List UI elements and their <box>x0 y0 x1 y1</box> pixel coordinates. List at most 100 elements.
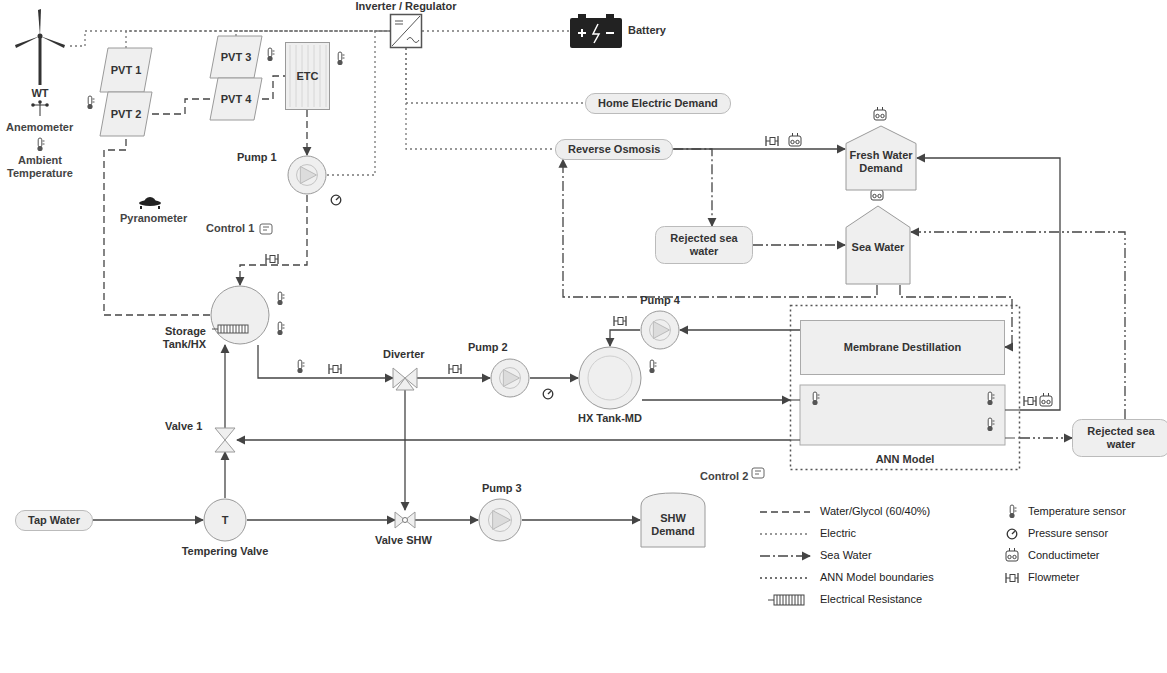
resistance-symbol <box>768 595 804 605</box>
graphic <box>283 328 285 329</box>
graphic <box>579 347 641 409</box>
node-label: Pump 3 <box>482 482 522 495</box>
connector <box>680 329 800 330</box>
graphic <box>1014 548 1015 551</box>
graphic <box>39 36 42 85</box>
graphic <box>278 322 282 331</box>
node-label: PVT 2 <box>108 108 145 121</box>
graphic <box>263 227 269 228</box>
connector <box>610 330 640 346</box>
node-label: Battery <box>628 24 666 37</box>
graphic <box>296 45 297 107</box>
graphic <box>263 230 267 231</box>
legend-sample <box>760 511 810 512</box>
node-label: Membrane Destillation <box>841 341 964 354</box>
graphic <box>320 45 321 107</box>
graphic <box>210 78 262 120</box>
graphic <box>270 256 275 263</box>
node-label: ANN Model <box>790 453 1020 466</box>
graphic <box>100 48 152 92</box>
node-label: Rejected sea water <box>655 232 753 258</box>
pump: Pump 3 <box>478 498 522 542</box>
connector <box>306 110 307 155</box>
graphic <box>230 325 231 333</box>
reject-box: Rejected sea water <box>1072 419 1167 457</box>
graphic <box>233 325 234 333</box>
wind-turbine: WT <box>10 8 70 85</box>
connector <box>406 48 585 103</box>
graphic <box>158 206 160 209</box>
graphic <box>236 325 237 333</box>
graphic <box>878 194 881 197</box>
graphic <box>846 126 916 190</box>
graphic <box>1015 511 1017 512</box>
graphic <box>493 511 511 530</box>
graphic <box>993 395 995 396</box>
graphic <box>268 48 272 57</box>
controller <box>752 468 764 478</box>
graphic <box>755 471 761 472</box>
ann-boundary: ANN Model Membrane Destillation <box>790 305 1020 470</box>
annotation-label: Control 1 <box>206 222 254 235</box>
graphic <box>846 206 910 284</box>
graphic <box>337 60 342 65</box>
node-label: Fresh Water Demand <box>845 149 917 175</box>
graphic <box>218 325 248 333</box>
temperature-sensor <box>297 360 304 373</box>
graphic <box>792 595 793 605</box>
temperature-sensor <box>812 392 819 405</box>
connector <box>673 149 712 226</box>
connector <box>93 519 203 520</box>
pump-shape <box>490 358 530 398</box>
conductimeter <box>1040 393 1052 406</box>
node-label: PVT 4 <box>218 93 255 106</box>
graphic <box>1007 529 1017 539</box>
pipe-stub <box>790 399 800 400</box>
diverter-valve-shape <box>393 366 417 390</box>
annotation-label: Control 2 <box>700 470 748 483</box>
graphic <box>988 392 992 401</box>
graphic <box>93 102 95 103</box>
pressure-sensor <box>331 195 341 205</box>
graphic <box>1006 578 1010 579</box>
graphic <box>343 58 345 59</box>
connector <box>406 48 555 149</box>
conductimeter <box>1006 548 1018 561</box>
wind-turbine-shape <box>10 8 70 85</box>
graphic <box>1043 393 1044 396</box>
graphic <box>881 114 884 117</box>
graphic <box>392 16 420 46</box>
graphic <box>245 325 246 333</box>
graphic <box>31 103 35 107</box>
graphic <box>641 493 705 547</box>
battery-shape <box>570 14 622 48</box>
flowmeter <box>766 136 778 146</box>
graphic <box>653 321 669 338</box>
graphic <box>298 360 302 369</box>
legend-label: Pressure sensor <box>1028 527 1108 540</box>
connector <box>642 399 790 400</box>
graphic <box>458 369 461 370</box>
flowmeter <box>1006 573 1018 583</box>
connector <box>224 452 225 498</box>
graphic <box>395 512 415 528</box>
temperature-sensor <box>1009 505 1016 518</box>
graphic <box>267 56 272 61</box>
graphic <box>242 325 243 333</box>
graphic <box>792 133 793 136</box>
node-label: SHW Demand <box>640 512 706 538</box>
graphic <box>818 395 820 396</box>
node-label: Tempering Valve <box>178 545 272 558</box>
graphic <box>283 325 285 326</box>
node-label: ETC <box>294 70 322 83</box>
connector <box>530 377 578 378</box>
pump: Pump 1 <box>287 155 327 195</box>
temperature-sensor <box>649 360 656 373</box>
legend-label: Electric <box>820 527 856 540</box>
connector <box>237 439 790 440</box>
graphic <box>210 36 262 78</box>
temperature-sensor <box>337 52 344 65</box>
graphic <box>783 595 784 605</box>
legend-label: Sea Water <box>820 549 872 562</box>
flowmeter <box>329 364 341 374</box>
